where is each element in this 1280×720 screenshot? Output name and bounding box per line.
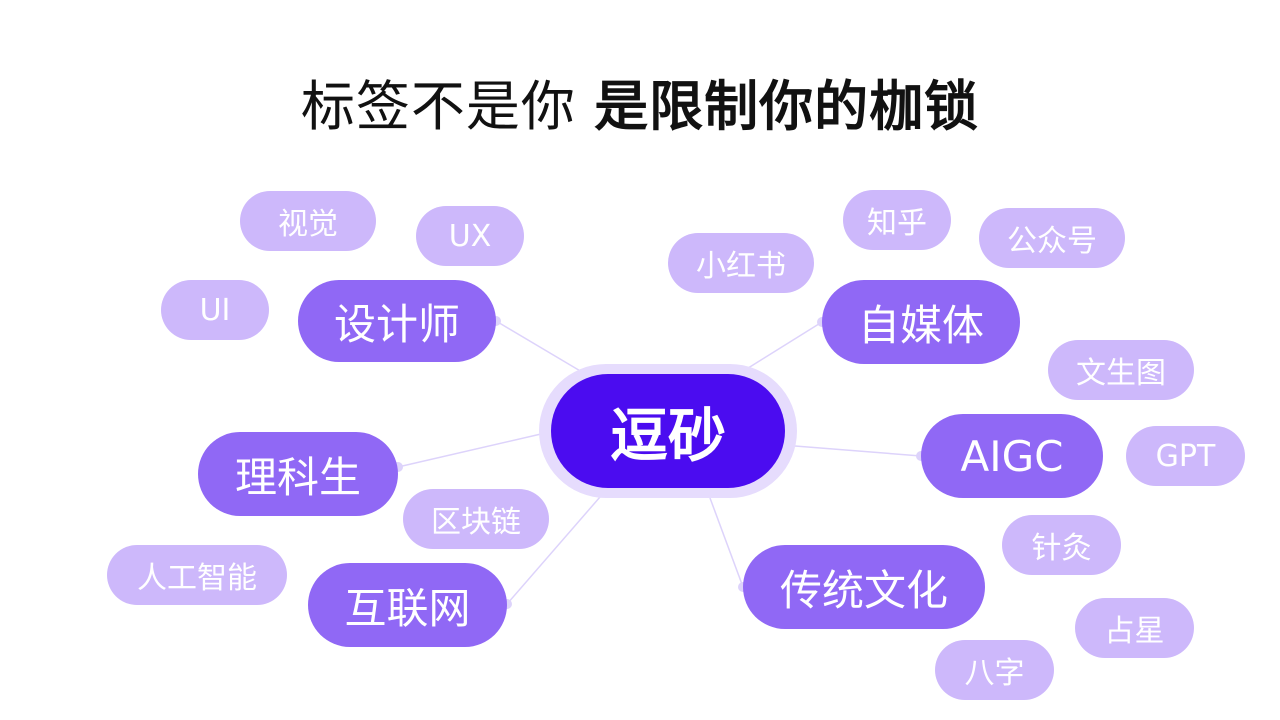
link-culture	[709, 497, 744, 588]
tag-ui: UI	[161, 280, 269, 340]
tag-text2img: 文生图	[1048, 340, 1194, 400]
node-culture: 传统文化	[743, 545, 985, 629]
link-internet	[506, 496, 601, 605]
tag-bazi: 八字	[935, 640, 1054, 700]
tag-astrology: 占星	[1075, 598, 1194, 658]
page-title: 标签不是你 是限制你的枷锁	[0, 62, 1280, 141]
tag-ai: 人工智能	[107, 545, 287, 605]
tag-blockchain: 区块链	[403, 489, 549, 549]
node-media: 自媒体	[822, 280, 1020, 364]
center-node: 逗砂	[551, 374, 785, 488]
tag-acupuncture: 针灸	[1002, 515, 1121, 575]
node-science: 理科生	[198, 432, 398, 516]
title-light: 标签不是你	[300, 75, 576, 138]
tag-gpt: GPT	[1126, 426, 1245, 486]
node-aigc: AIGC	[921, 414, 1103, 498]
tag-gongzhonghao: 公众号	[979, 208, 1125, 268]
link-media	[744, 321, 823, 371]
link-aigc	[794, 445, 922, 457]
tag-ux: UX	[416, 206, 524, 266]
node-internet: 互联网	[308, 563, 507, 647]
tag-visual: 视觉	[240, 191, 376, 251]
node-designer: 设计师	[298, 280, 496, 362]
title-bold: 是限制你的枷锁	[594, 75, 980, 138]
tag-xiaohongshu: 小红书	[668, 233, 814, 293]
link-designer	[495, 320, 583, 373]
link-science	[397, 433, 542, 468]
tag-zhihu: 知乎	[843, 190, 951, 250]
